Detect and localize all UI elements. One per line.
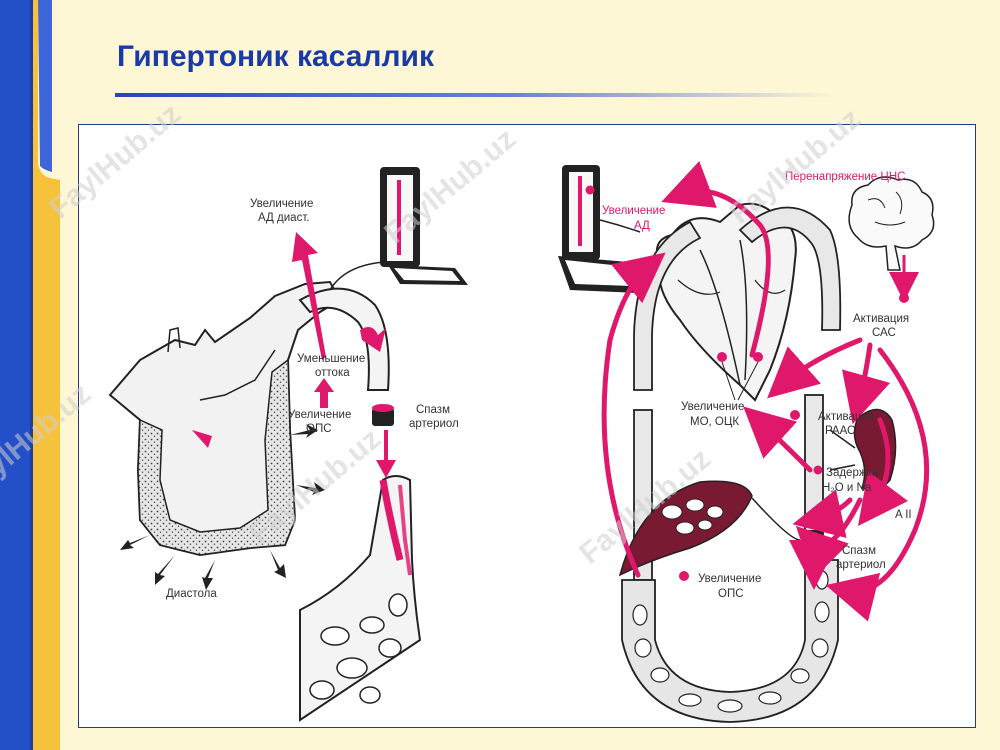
- right-retention-point: [813, 465, 823, 475]
- right-label-retention-line1: Задержка: [826, 467, 879, 479]
- left-label-diastole: Диастола: [166, 588, 217, 600]
- right-capillary-loop: [621, 559, 839, 723]
- left-arteriole-spasm-icon: [372, 408, 394, 426]
- left-arrow-spasm: [376, 430, 396, 478]
- slide-sidebar-decoration: [0, 0, 60, 750]
- left-arrow-bp-up: [292, 232, 326, 360]
- right-label-raas-line1: Активация: [818, 411, 874, 423]
- left-arrow-outflow: [360, 326, 386, 352]
- left-label-outflow-line1: Уменьшение: [297, 353, 365, 365]
- left-aortic-arch: [298, 287, 390, 391]
- right-ops-point: [679, 571, 689, 581]
- left-label-spasm-line2: артериол: [409, 418, 459, 430]
- right-raas-point: [790, 410, 800, 420]
- slide-title: Гипертоник касаллик: [117, 40, 434, 73]
- right-label-spasm-line1: Спазм: [842, 545, 876, 557]
- left-label-diastolic-bp-line1: Увеличение: [250, 198, 313, 210]
- watermark: FaylHub.uz: [43, 97, 187, 225]
- left-capillary-network: [309, 593, 408, 704]
- left-label-outflow-line2: оттока: [315, 367, 350, 379]
- left-label-ops-line1: Увеличение: [288, 409, 351, 421]
- left-diastole-arrows: [120, 424, 325, 590]
- right-sphygmomanometer-icon: [558, 165, 641, 293]
- right-capillary-network: [632, 570, 830, 713]
- right-label-ops-line1: Увеличение: [698, 573, 761, 585]
- right-pink-arrows: [601, 161, 930, 622]
- left-ventricle-wall: [137, 358, 296, 556]
- right-heart-point-left: [717, 352, 727, 362]
- right-label-sas-line1: Активация: [853, 313, 909, 325]
- left-label-diastolic-bp-line2: АД диаст.: [258, 212, 310, 224]
- right-cns-point: [899, 293, 909, 303]
- left-label-ops-line2: ОПС: [306, 423, 332, 435]
- title-underline: [115, 93, 835, 97]
- right-label-cns: Перенапряжение ЦНС: [785, 171, 906, 183]
- left-arrow-heart: [192, 430, 212, 448]
- right-label-retention-line2: H₂O и Na: [822, 482, 872, 494]
- right-label-sas-line2: САС: [872, 327, 896, 339]
- left-sphygmomanometer-icon: [380, 167, 468, 285]
- left-label-spasm-line1: Спазм: [416, 404, 450, 416]
- right-label-mo-line2: МО, ОЦК: [690, 416, 739, 428]
- right-label-spasm-line2: артериол: [836, 559, 886, 571]
- left-heart-vessel-diagram: Увеличение АД диаст. Уменьшение оттока У…: [108, 167, 468, 722]
- right-label-mo-line1: Увеличение: [681, 401, 744, 413]
- watermark: FaylHub.uz: [0, 377, 97, 505]
- right-label-ops-line2: ОПС: [718, 588, 744, 600]
- left-arrow-ops: [314, 378, 334, 408]
- right-heart-point-right: [753, 352, 763, 362]
- right-label-raas-line2: РААС: [825, 425, 855, 437]
- right-aorta-arch: [738, 206, 842, 331]
- right-brain-icon: [848, 176, 935, 271]
- right-circulation-diagram: Увеличение АД Перенапряжение ЦНС Активац…: [558, 161, 935, 723]
- right-heart: [656, 202, 797, 402]
- left-vessel-descending: [299, 475, 422, 722]
- right-label-a2: A II: [895, 509, 912, 521]
- right-label-bp-line2: АД: [634, 220, 650, 232]
- right-label-bp-line1: Увеличение: [602, 205, 665, 217]
